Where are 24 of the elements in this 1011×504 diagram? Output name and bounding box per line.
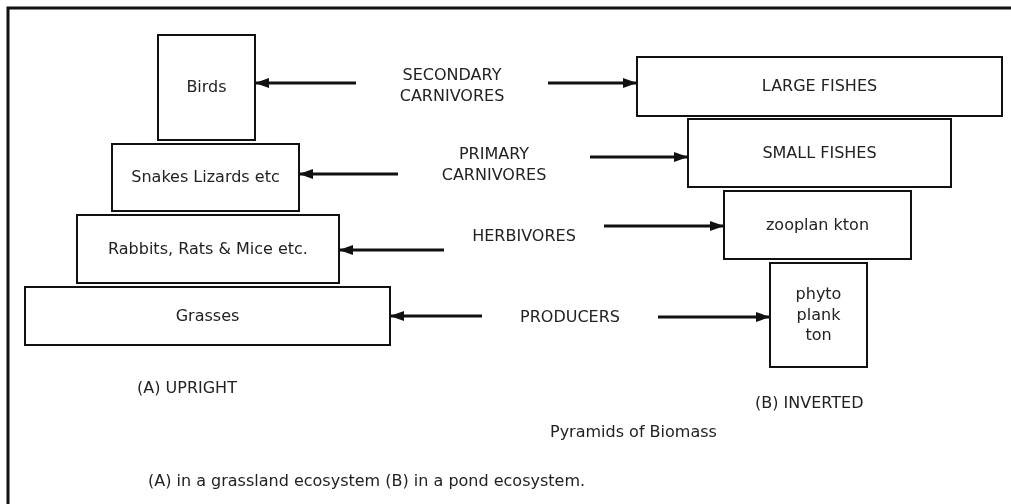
pyramid-level-box: Rabbits, Rats & Mice etc. — [76, 214, 340, 284]
arrow — [604, 221, 724, 231]
arrow — [255, 78, 356, 88]
pyramid-level-box: LARGE FISHES — [636, 56, 1003, 117]
pyramid-level-box: SMALL FISHES — [687, 118, 952, 188]
figure-title: Pyramids of Biomass — [550, 422, 717, 441]
panel-label: (B) INVERTED — [755, 393, 864, 412]
arrow — [590, 152, 688, 162]
trophic-level-label: PRODUCERS — [482, 302, 658, 332]
pyramid-level-box: phyto plank ton — [769, 262, 868, 368]
pyramid-level-box: Grasses — [24, 286, 391, 346]
trophic-level-label: PRIMARY CARNIVORES — [398, 138, 590, 192]
arrow — [658, 312, 770, 322]
pyramid-level-box: zooplan kton — [723, 190, 912, 260]
caption: (A) in a grassland ecosystem (B) in a pond ecosystem. — [148, 471, 586, 490]
trophic-level-label: SECONDARY CARNIVORES — [356, 60, 548, 112]
arrow — [339, 245, 444, 255]
trophic-level-label: HERBIVORES — [444, 222, 604, 250]
arrow — [390, 311, 482, 321]
panel-label: (A) UPRIGHT — [137, 378, 237, 397]
pyramid-level-box: Snakes Lizards etc — [111, 143, 300, 212]
arrow — [548, 78, 637, 88]
pyramid-level-box: Birds — [157, 34, 256, 141]
arrow — [299, 169, 398, 179]
